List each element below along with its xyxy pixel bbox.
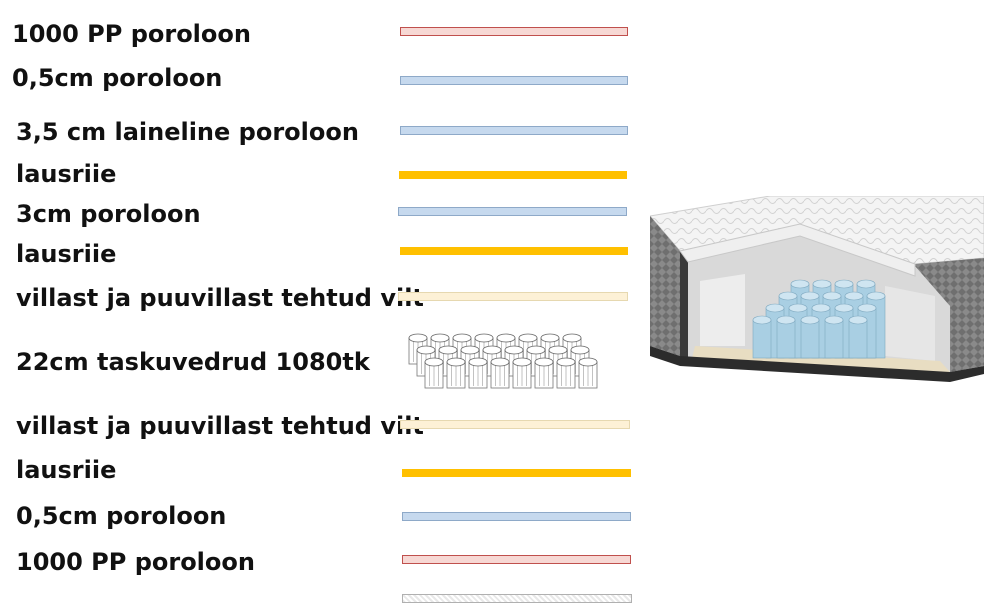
layer-label-6: lausriie [16, 240, 117, 268]
layer-bar-10 [402, 469, 631, 477]
layer-bar-4 [399, 171, 627, 179]
layer-label-12: 1000 PP poroloon [16, 548, 255, 576]
layer-label-2: 0,5cm poroloon [12, 64, 223, 92]
pocket-springs-icon [408, 333, 598, 389]
layer-label-1: 1000 PP poroloon [12, 20, 251, 48]
layer-bar-5 [398, 207, 627, 216]
layer-bar-6 [400, 247, 628, 255]
mattress-cutaway-icon [650, 196, 984, 382]
layer-bar-2 [400, 76, 628, 85]
layer-label-10: lausriie [16, 456, 117, 484]
layer-bar-11 [402, 512, 631, 521]
layer-label-4: lausriie [16, 160, 117, 188]
layer-label-9: villast ja puuvillast tehtud vilt [16, 412, 424, 440]
layer-label-7: villast ja puuvillast tehtud vilt [16, 284, 424, 312]
layer-bar-1 [400, 27, 628, 36]
layer-bar-12 [402, 555, 631, 564]
cut-off-bottom-label [16, 594, 356, 600]
layer-label-11: 0,5cm poroloon [16, 502, 227, 530]
layer-bar-7 [398, 292, 628, 301]
layer-label-8: 22cm taskuvedrud 1080tk [16, 348, 370, 376]
layer-bar-9 [400, 420, 630, 429]
layer-label-5: 3cm poroloon [16, 200, 201, 228]
layer-label-3: 3,5 cm laineline poroloon [16, 118, 359, 146]
layer-bar-3 [400, 126, 628, 135]
layer-bar-13-partial [402, 594, 632, 603]
